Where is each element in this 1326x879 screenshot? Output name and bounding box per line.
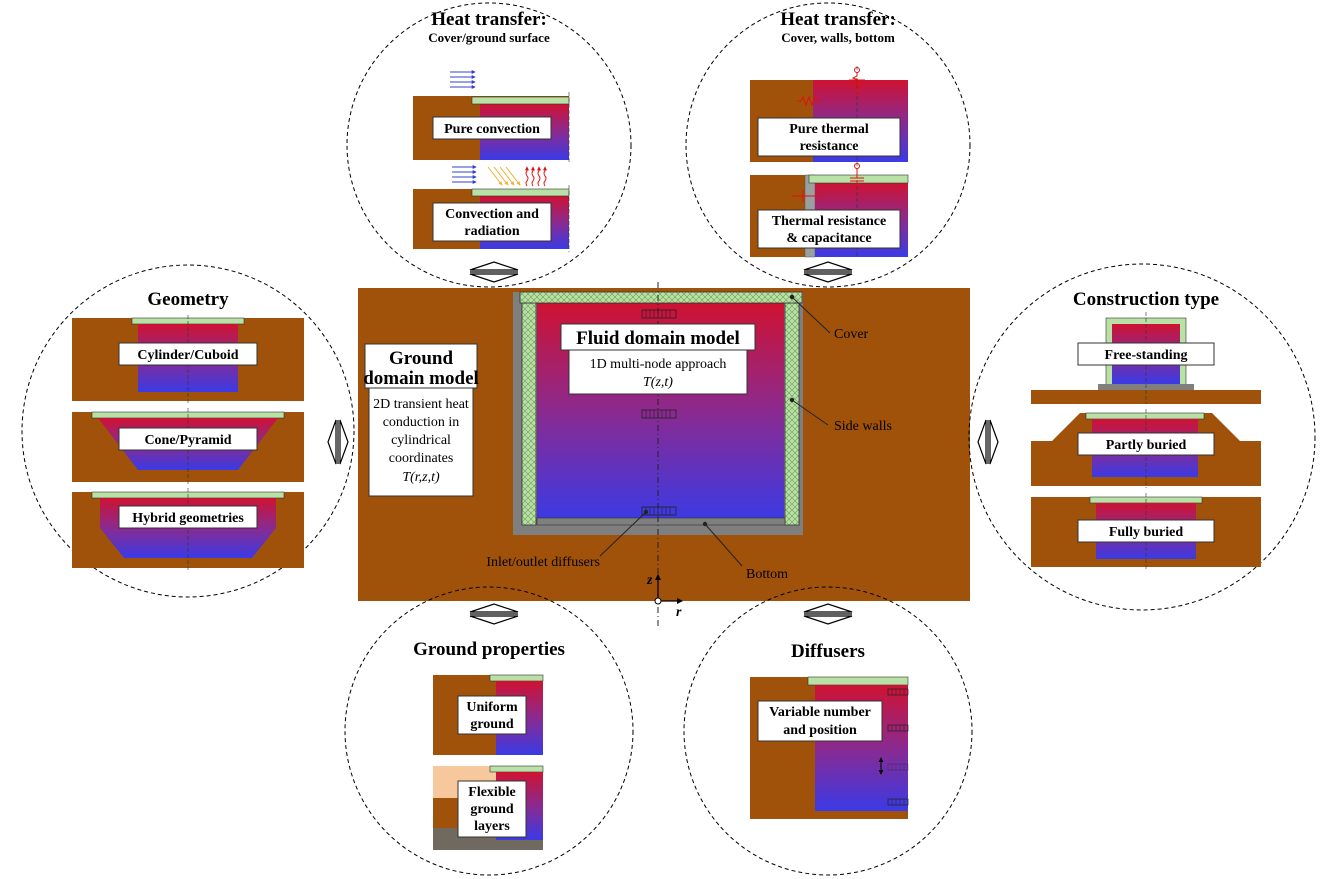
- ground-props-panel1-label-1: Uniform: [466, 700, 518, 715]
- geometry-panel3-label: Hybrid geometries: [132, 511, 244, 526]
- double-arrow-bottom-right: [803, 603, 853, 625]
- fluid-model-desc: 1D multi-node approach: [590, 357, 727, 372]
- ht-walls-panel1-label-2: resistance: [800, 139, 859, 154]
- ground-props-panel2-label-1: Flexible: [468, 785, 515, 800]
- ht-walls-panel2-label-2: & capacitance: [786, 231, 871, 246]
- ht-walls-panel1-label-1: Pure thermal: [789, 122, 869, 137]
- diffuser-middle: [641, 409, 677, 419]
- construction-panel2-label: Partly buried: [1106, 438, 1187, 453]
- ht-cover-panel1-label: Pure convection: [444, 122, 540, 137]
- circle-ground-properties: Ground properties Uniform ground Flexibl…: [344, 586, 634, 876]
- geometry-panel2-label: Cone/Pyramid: [144, 433, 231, 448]
- ht-cover-panel2-label-2: radiation: [464, 224, 519, 239]
- ground-model-formula: T(r,z,t): [402, 470, 440, 485]
- ht-walls-title: Heat transfer:: [780, 9, 896, 30]
- thermal-resistance-icon-side: [797, 95, 821, 107]
- double-arrow-top-right: [803, 261, 853, 283]
- convection-arrows-2: [452, 165, 477, 184]
- axis-r-label: r: [676, 605, 682, 620]
- fluid-model-formula: T(z,t): [643, 375, 673, 390]
- bottom-plate: [536, 517, 786, 526]
- ground-model-title-2: domain model: [363, 368, 479, 389]
- ht-walls-subtitle: Cover, walls, bottom: [781, 30, 895, 45]
- diffuser-slot-1: [887, 688, 909, 696]
- label-cover: Cover: [834, 327, 869, 342]
- circle-construction-type: Construction type Free-standing Partly b…: [968, 263, 1316, 611]
- axis-z-label: z: [646, 573, 653, 588]
- ground-props-title: Ground properties: [413, 639, 565, 660]
- ground-model-desc-2: conduction in: [383, 415, 460, 430]
- ground-props-panel1-label-2: ground: [470, 717, 514, 732]
- diffusers-label-2: and position: [783, 723, 857, 738]
- ground-props-panel2-label-2: ground: [470, 802, 514, 817]
- circle-diffusers: Diffusers Variable number and position: [683, 586, 973, 876]
- diffusers-label-1: Variable number: [769, 705, 871, 720]
- side-wall-left: [521, 302, 537, 526]
- construction-panel3-label: Fully buried: [1109, 525, 1184, 540]
- diffuser-slot-2: [887, 724, 909, 732]
- ht-walls-panel2-label-1: Thermal resistance: [772, 214, 886, 229]
- diffuser-slot-movable: [887, 763, 909, 771]
- diffusers-title: Diffusers: [791, 641, 865, 662]
- thermal-resistance-icon: [849, 67, 865, 93]
- thermal-capacitance-icon: [792, 163, 864, 202]
- ground-props-panel2-label-3: layers: [474, 819, 510, 834]
- construction-panel1-label: Free-standing: [1105, 348, 1188, 363]
- solar-radiation-arrows: [487, 166, 521, 186]
- construction-title: Construction type: [1073, 289, 1219, 310]
- diffuser-slot-3: [887, 798, 909, 806]
- geometry-title: Geometry: [147, 289, 229, 310]
- side-wall-right: [784, 302, 800, 526]
- double-arrow-bottom-left: [469, 603, 519, 625]
- label-bottom: Bottom: [746, 567, 788, 582]
- diffuser-top: [641, 309, 677, 319]
- fluid-model-title: Fluid domain model: [576, 328, 740, 349]
- double-arrow-right: [977, 419, 999, 465]
- label-side-walls: Side walls: [834, 419, 892, 434]
- label-inlet-outlet: Inlet/outlet diffusers: [486, 555, 600, 570]
- ground-model-desc-3: cylindrical: [391, 433, 451, 448]
- circle-heat-transfer-cover: Heat transfer: Cover/ground surface Pure…: [346, 2, 632, 288]
- circle-heat-transfer-walls: Heat transfer: Cover, walls, bottom Pure…: [685, 2, 971, 288]
- ht-cover-title: Heat transfer:: [431, 9, 547, 30]
- convection-arrows-1: [450, 70, 476, 89]
- double-arrow-top-left: [469, 261, 519, 283]
- circle-geometry: Geometry Cylinder/Cuboid Cone/Pyramid Hy…: [21, 264, 355, 598]
- cover-plate: [519, 291, 803, 304]
- ground-model-desc-1: 2D transient heat: [373, 397, 469, 412]
- ground-model-title-1: Ground: [389, 348, 454, 369]
- ground-model-desc-4: coordinates: [389, 451, 454, 466]
- ht-cover-subtitle: Cover/ground surface: [428, 30, 550, 45]
- longwave-radiation-arrows: [525, 166, 547, 187]
- geometry-panel1-label: Cylinder/Cuboid: [137, 348, 238, 363]
- central-model: Ground domain model 2D transient heat co…: [358, 282, 970, 628]
- double-arrow-left: [327, 419, 349, 465]
- ht-cover-panel2-label-1: Convection and: [445, 207, 539, 222]
